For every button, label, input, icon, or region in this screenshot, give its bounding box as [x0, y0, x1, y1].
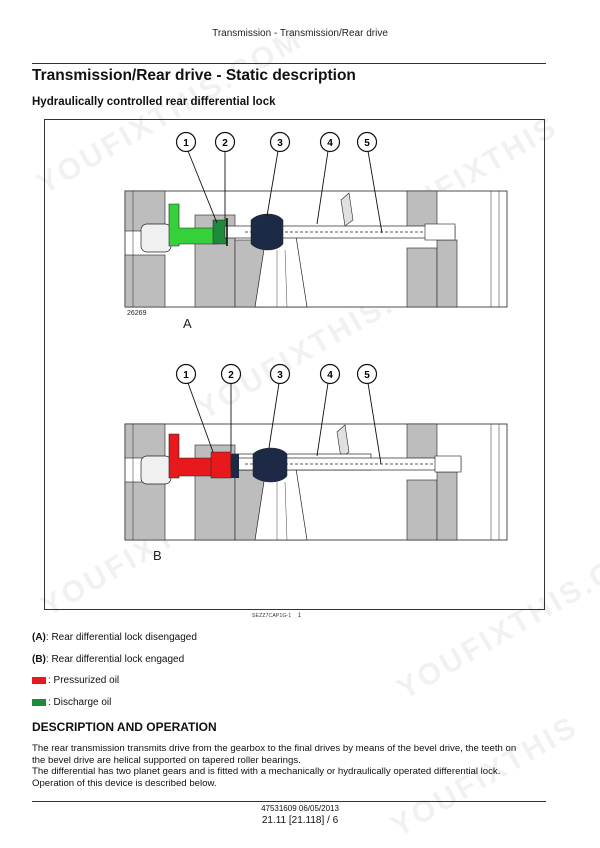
- shift-fork: [340, 192, 354, 227]
- callout-2: 2: [214, 131, 236, 220]
- legend-b: (B): Rear differential lock engaged: [32, 654, 185, 665]
- page-title: Transmission/Rear drive - Static descrip…: [32, 67, 356, 84]
- description-body: The rear transmission transmits drive fr…: [32, 743, 548, 789]
- end-cap: [140, 223, 172, 253]
- svg-text:4: 4: [327, 370, 333, 381]
- callout-5: 5: [356, 131, 383, 234]
- footer-rule: [32, 801, 546, 802]
- callout-1: 1: [175, 131, 218, 224]
- callout-4: 4: [316, 363, 341, 457]
- housing-block: [406, 479, 438, 541]
- callout-1: 1: [175, 363, 214, 453]
- sliding-sleeve: [250, 213, 284, 251]
- housing-block: [406, 190, 438, 230]
- diagram-b: B 1 2 3 4 5: [124, 363, 508, 563]
- svg-text:5: 5: [364, 138, 370, 149]
- figure-reference: SEZZ7CAP1G-1 1: [252, 613, 302, 619]
- callout-3: 3: [266, 131, 291, 217]
- legend-a: (A): Rear differential lock disengaged: [32, 632, 197, 643]
- svg-text:1: 1: [183, 370, 189, 381]
- housing-block: [406, 247, 438, 308]
- piston-chamber: [210, 451, 232, 479]
- figure-label-b: B: [153, 548, 162, 563]
- svg-text:2: 2: [222, 138, 228, 149]
- footer-doc-code: 47531609 06/05/2013: [261, 804, 339, 813]
- shift-fork: [336, 424, 350, 459]
- sleeve-collar: [231, 454, 239, 478]
- svg-text:4: 4: [327, 138, 333, 149]
- discharge-swatch: [32, 698, 46, 706]
- svg-text:5: 5: [364, 370, 370, 381]
- description-line: Operation of this device is described be…: [32, 777, 217, 789]
- housing-block: [124, 481, 166, 541]
- callout-5: 5: [356, 363, 382, 465]
- housing-block: [124, 254, 166, 308]
- description-line: The differential has two planet gears an…: [32, 766, 501, 778]
- figure-code: 26269: [127, 310, 147, 317]
- svg-text:1: 1: [183, 138, 189, 149]
- running-header: Transmission - Transmission/Rear drive: [212, 28, 388, 39]
- footer-page-number: 21.11 [21.118] / 6: [261, 815, 339, 826]
- description-line: the bevel drive are helical supported on…: [32, 754, 301, 766]
- description-line: The rear transmission transmits drive fr…: [32, 743, 517, 754]
- figure-label-a: A: [183, 316, 192, 331]
- differential-lock-diagram: 26269 A 1 2 3 4: [124, 131, 508, 563]
- sliding-sleeve: [252, 447, 288, 483]
- header-rule: [32, 63, 546, 64]
- svg-text:2: 2: [228, 370, 234, 381]
- figure-frame: 26269 A 1 2 3 4: [44, 119, 545, 610]
- svg-text:3: 3: [277, 370, 283, 381]
- housing-block: [124, 423, 166, 459]
- pressurized-swatch: [32, 676, 46, 684]
- description-heading: DESCRIPTION AND OPERATION: [32, 720, 217, 734]
- housing-block: [406, 423, 438, 461]
- section-title: Hydraulically controlled rear differenti…: [32, 96, 276, 108]
- callout-4: 4: [316, 131, 341, 225]
- housing-block: [436, 471, 458, 541]
- callout-2: 2: [220, 363, 242, 452]
- legend-discharge: : Discharge oil: [32, 697, 111, 708]
- legend-pressurized: : Pressurized oil: [32, 675, 119, 686]
- callout-3: 3: [268, 363, 291, 449]
- housing-block: [436, 239, 458, 308]
- diagram-a: 26269 A 1 2 3 4: [124, 131, 508, 331]
- svg-text:3: 3: [277, 138, 283, 149]
- end-cap: [140, 455, 172, 485]
